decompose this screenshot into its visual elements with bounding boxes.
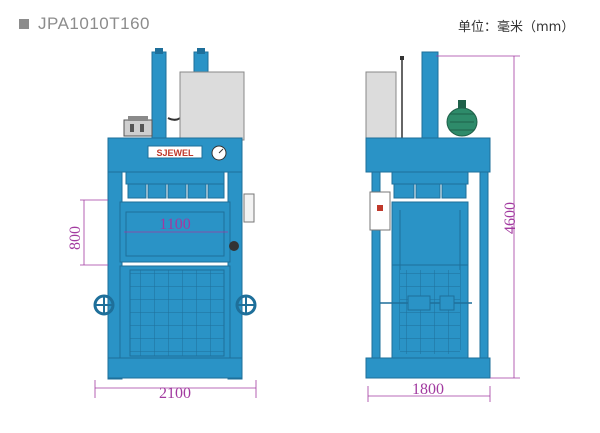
front-oil-tank: [179, 71, 245, 141]
side-press-plate: [391, 171, 469, 199]
side-view: [365, 51, 491, 379]
dim-1100: 1100: [159, 216, 190, 233]
unit-label: 单位：毫米（mm）: [458, 20, 575, 35]
front-right-handwheel-icon: [235, 294, 257, 316]
brand-logo: SJEWEL: [156, 148, 194, 158]
front-press-plate: [125, 171, 225, 199]
side-top-box: [365, 137, 491, 173]
front-view: SJEWEL: [93, 48, 257, 380]
model-title: JPA1010T160: [38, 14, 150, 33]
front-pump-motor: [123, 116, 153, 137]
side-motor-icon: [446, 100, 478, 137]
dim-800: 800: [67, 226, 84, 250]
front-base: [107, 357, 243, 379]
dim-1800: 1800: [412, 381, 444, 398]
side-right-column: [479, 171, 489, 378]
header-square-icon: [19, 19, 29, 29]
dim-4600: 4600: [502, 202, 519, 234]
side-dimensions: [367, 55, 520, 402]
front-left-handwheel-icon: [93, 294, 115, 316]
side-latch-icon: [380, 295, 472, 311]
dim-2100: 2100: [159, 385, 191, 402]
side-base: [365, 357, 491, 379]
front-control-panel: [243, 193, 255, 223]
side-oil-tank: [365, 71, 397, 141]
front-dimensions: [80, 199, 257, 398]
side-hydraulic-cylinder: [421, 51, 439, 141]
